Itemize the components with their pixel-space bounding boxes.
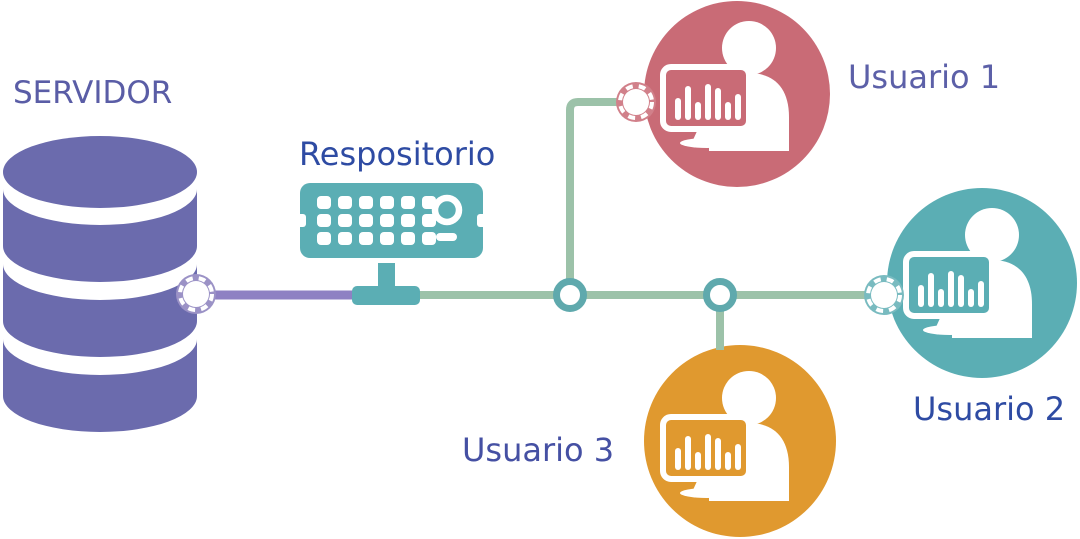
repositorio-label: Respositorio [299, 135, 496, 173]
user-monitor-icon [903, 208, 1032, 338]
network-device-icon [300, 183, 483, 258]
bar-chart-icon [675, 84, 741, 120]
usuario1-node [644, 1, 830, 187]
database-icon [3, 136, 197, 432]
servidor-label: SERVIDOR [13, 75, 173, 111]
junction-node [703, 278, 737, 312]
power-ring-icon [431, 194, 463, 226]
user-monitor-icon [660, 371, 789, 501]
bar-chart-icon [675, 434, 741, 470]
left-notch [300, 214, 306, 227]
junction-node [553, 278, 587, 312]
power-dash [436, 233, 457, 241]
port-grid [317, 196, 436, 245]
bar-chart-icon [918, 271, 984, 307]
usuario2-node [887, 188, 1077, 378]
wire-usuario1 [566, 98, 628, 293]
usuario3-node [644, 345, 836, 537]
right-notch [477, 214, 483, 227]
usuario2-label: Usuario 2 [913, 390, 1066, 428]
user-monitor-icon [660, 21, 789, 151]
usuario3-label: Usuario 3 [462, 431, 615, 469]
repositorio-tap [352, 263, 420, 305]
usuario1-label: Usuario 1 [848, 58, 1001, 96]
